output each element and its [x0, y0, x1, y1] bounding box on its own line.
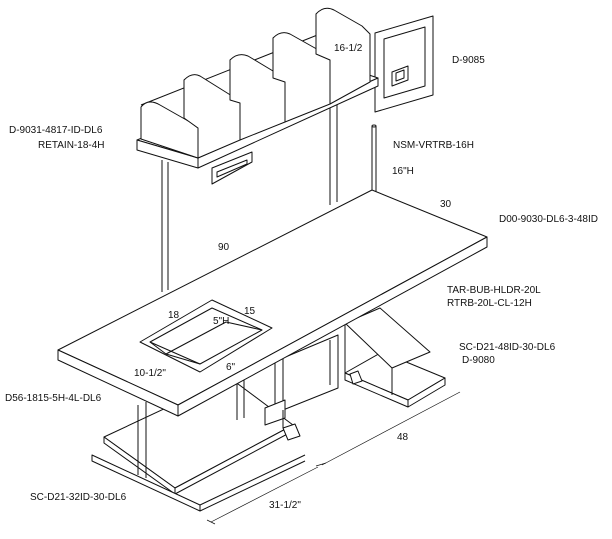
label-well-left: 18	[168, 310, 180, 321]
upper-shelf	[136, 7, 379, 292]
label-depth-dim: 30	[440, 199, 452, 210]
label-monitor-part: D-9085	[452, 55, 485, 66]
pullout-tray	[344, 307, 446, 408]
label-drawer-part: SC-D21-48ID-30-DL6	[459, 342, 556, 353]
label-holder-part-2: RTRB-20L-CL-12H	[447, 298, 532, 309]
label-shelf-part: D-9031-4817-ID-DL6	[9, 125, 103, 136]
lower-base	[91, 377, 306, 512]
monitor-mount	[374, 15, 434, 113]
dimension-lines	[206, 391, 461, 525]
label-well-right: 15	[244, 306, 256, 317]
main-worksurface	[57, 189, 488, 478]
label-post-part: NSM-VRTRB-16H	[393, 140, 474, 151]
label-right-dim: 48	[397, 432, 409, 443]
label-base-part: SC-D21-32ID-30-DL6	[30, 492, 127, 503]
label-holder-part-1: TAR-BUB-HLDR-20L	[447, 285, 541, 296]
label-well-depth: 5"H	[213, 316, 229, 327]
label-base-dim: 31-1/2"	[269, 500, 301, 511]
label-table-part: D00-9030-DL6-3-48ID	[499, 214, 598, 225]
label-drawer-part-2: D-9080	[462, 355, 495, 366]
label-well-bottom: 6"	[226, 362, 236, 373]
label-shelf-retain: RETAIN-18-4H	[38, 140, 105, 151]
label-well-front: 10-1/2"	[134, 368, 166, 379]
label-sink-part: D56-1815-5H-4L-DL6	[5, 393, 102, 404]
label-post-height: 16"H	[392, 166, 414, 177]
label-monitor-dim: 16-1/2	[334, 43, 363, 54]
label-width-dim: 90	[218, 242, 230, 253]
